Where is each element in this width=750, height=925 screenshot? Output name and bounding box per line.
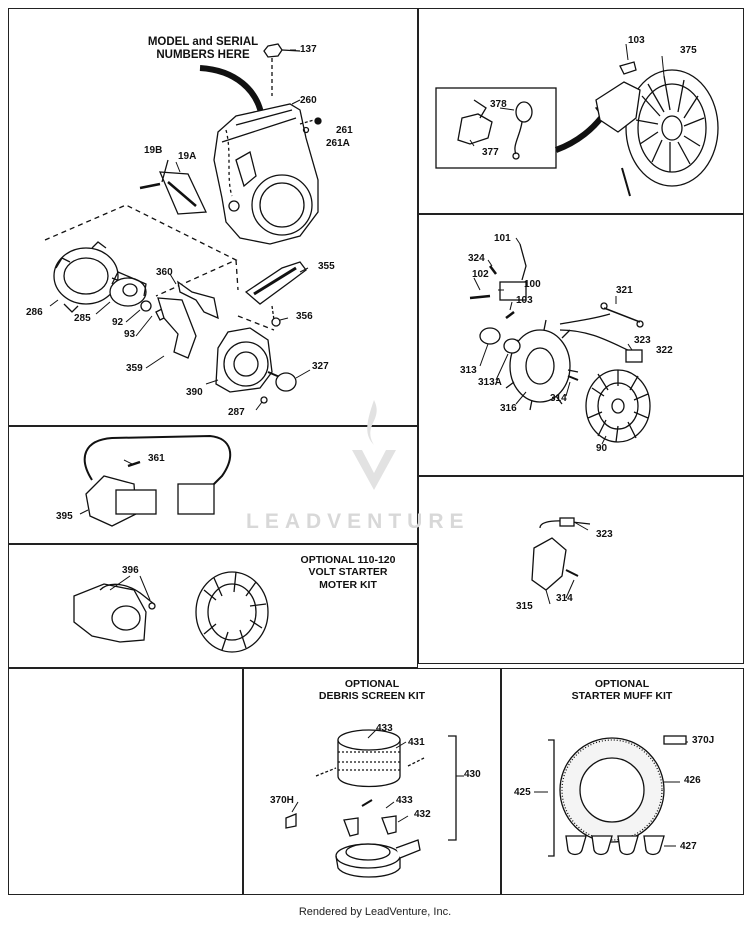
ignition-coil-bracket (595, 81, 641, 133)
part-label-378: 378 (490, 99, 507, 110)
kit-title-starter-muff: OPTIONAL STARTER MUFF KIT (571, 678, 673, 703)
stator-316 (505, 319, 579, 411)
part-label-430: 430 (464, 769, 481, 780)
starter-cable-395 (83, 434, 231, 527)
spacer-313 (479, 327, 501, 345)
part-label-375: 375 (680, 45, 697, 56)
decal-370H (285, 813, 297, 829)
part-label-19A: 19A (178, 151, 197, 162)
blower-housing (213, 103, 319, 245)
screen-base (335, 839, 421, 878)
part-label-261A: 261A (326, 138, 350, 149)
part-label-426: 426 (684, 775, 701, 786)
part-label-92: 92 (112, 317, 124, 328)
part-label-395: 395 (56, 511, 73, 522)
kit-title-110v-starter: OPTIONAL 110-120 VOLT STARTER MOTER KIT (300, 554, 396, 591)
part-label-286: 286 (26, 307, 43, 318)
panel-blank (8, 668, 243, 895)
part-label-316: 316 (500, 403, 517, 414)
nut-287 (260, 396, 268, 404)
part-label-321: 321 (616, 285, 633, 296)
part-label-19B: 19B (144, 145, 163, 156)
part-label-103-regulator: 103 (516, 295, 533, 306)
part-label-102: 102 (472, 269, 489, 280)
part-label-313: 313 (460, 365, 477, 376)
part-label-260: 260 (300, 95, 317, 106)
part-label-285: 285 (74, 313, 91, 324)
part-label-314-alternator: 314 (550, 393, 567, 404)
part-label-431: 431 (408, 737, 425, 748)
panel-alternator (418, 214, 744, 476)
panel-blower-housing-starter (8, 8, 418, 426)
part-label-390: 390 (186, 387, 203, 398)
bracket-19A (139, 171, 207, 215)
part-label-315: 315 (516, 601, 533, 612)
electric-starter-motor-396 (73, 583, 156, 643)
part-label-313A: 313A (478, 377, 502, 388)
clips-427 (565, 835, 665, 856)
recoil-starter-390 (215, 327, 283, 393)
part-label-101: 101 (494, 233, 511, 244)
nut-137 (263, 43, 301, 96)
part-label-355: 355 (318, 261, 335, 272)
part-label-327: 327 (312, 361, 329, 372)
part-label-359: 359 (126, 363, 143, 374)
part-label-425: 425 (514, 787, 531, 798)
washer-356 (271, 317, 281, 327)
regulator-100 (499, 281, 527, 301)
inset-arrow (554, 112, 607, 153)
flywheel-90 (585, 369, 651, 443)
part-label-103-flywheel: 103 (628, 35, 645, 46)
part-label-287: 287 (228, 407, 245, 418)
rotating-screen-286 (53, 241, 123, 313)
part-label-356: 356 (296, 311, 313, 322)
starter-handle-355 (244, 261, 307, 321)
model-serial-arrow (199, 65, 265, 119)
bracket-430 (448, 735, 457, 841)
pulley-285 (109, 271, 147, 307)
part-label-360: 360 (156, 267, 173, 278)
part-label-361: 361 (148, 453, 165, 464)
part-label-427: 427 (680, 841, 697, 852)
kit-title-debris-screen: OPTIONAL DEBRIS SCREEN KIT (318, 678, 426, 703)
decal-370J (663, 735, 687, 745)
footer-credit: Rendered by LeadVenture, Inc. (298, 906, 452, 918)
part-label-324: 324 (468, 253, 485, 264)
part-label-370J: 370J (692, 735, 715, 746)
bracket-425 (548, 739, 555, 857)
part-label-93: 93 (124, 329, 136, 340)
starter-muff-426 (559, 737, 665, 843)
part-label-377: 377 (482, 147, 499, 158)
connector-322 (625, 349, 643, 363)
part-label-314-module: 314 (556, 593, 573, 604)
part-label-323-module: 323 (596, 529, 613, 540)
part-label-433-top: 433 (376, 723, 393, 734)
spacer-313A (503, 338, 521, 354)
flywheel-375 (621, 69, 719, 197)
part-label-396: 396 (122, 565, 139, 576)
starter-flywheel-gear (195, 571, 269, 653)
inset-box-377-378 (435, 87, 557, 169)
washer-92 (140, 300, 152, 312)
part-label-90: 90 (596, 443, 608, 454)
part-label-322: 322 (656, 345, 673, 356)
part-label-433-bottom: 433 (396, 795, 413, 806)
panel-ignition-module (418, 476, 744, 664)
part-label-137: 137 (300, 44, 317, 55)
leader-lines (49, 43, 688, 847)
part-label-261: 261 (336, 125, 353, 136)
part-label-323-alternator: 323 (634, 335, 651, 346)
debris-screen-431 (337, 729, 401, 788)
part-label-370H: 370H (270, 795, 294, 806)
part-label-432: 432 (414, 809, 431, 820)
bracket-360 (177, 280, 219, 320)
model-serial-callout: MODEL and SERIAL NUMBERS HERE (147, 36, 259, 62)
knob-327 (275, 372, 297, 392)
watermark-text: LEADVENTURE (246, 510, 470, 533)
spring-359 (157, 297, 197, 359)
leadventure-logo-watermark (352, 400, 396, 490)
part-label-100: 100 (524, 279, 541, 290)
ignition-module-315 (531, 517, 591, 591)
